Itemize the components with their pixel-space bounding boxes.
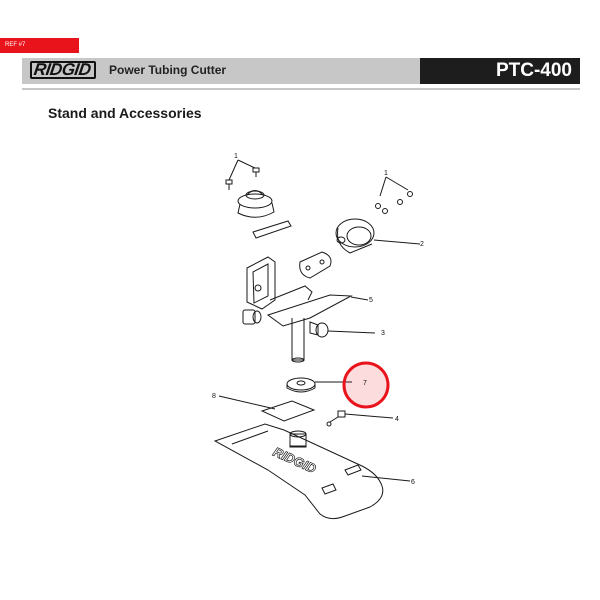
callout-3: 3	[381, 330, 385, 337]
leader-line-1b	[237, 159, 256, 169]
header-divider	[22, 88, 580, 90]
highlight-ring	[342, 361, 390, 409]
header-bar: RIDGID Power Tubing Cutter PTC-400	[22, 58, 580, 84]
washer-part	[286, 377, 316, 393]
leader-line-2	[373, 239, 421, 245]
callout-4: 4	[395, 416, 399, 423]
callout-5: 5	[369, 297, 373, 304]
callout-7: 7	[363, 380, 367, 387]
product-name: Power Tubing Cutter	[109, 63, 227, 77]
main-frame-part	[246, 256, 313, 310]
post-part	[291, 318, 305, 363]
side-knob-part	[242, 309, 262, 325]
screw-part-1b	[252, 167, 260, 177]
callout-1-top-left: 1	[234, 153, 238, 160]
base-part	[213, 423, 384, 520]
pad-part	[260, 400, 316, 422]
leader-line-1d	[385, 176, 409, 191]
leader-line-1a	[228, 159, 239, 181]
mount-cap-part	[237, 190, 275, 218]
callout-2: 2	[420, 241, 424, 248]
bolt-part	[326, 410, 346, 427]
tray-part	[266, 294, 353, 327]
model-number: PTC-400	[495, 60, 572, 81]
leader-line-8	[218, 395, 276, 410]
section-title: Stand and Accessories	[48, 105, 202, 121]
screw-part-1a	[225, 179, 233, 190]
motor-housing-part	[335, 218, 375, 254]
plate-part	[252, 220, 292, 239]
stand-logo: RIDGID	[271, 444, 319, 476]
bracket-plate-part	[299, 251, 332, 279]
callout-8: 8	[212, 393, 216, 400]
leader-line-6	[361, 475, 411, 482]
leader-line-4	[344, 413, 394, 419]
ref-tag: REF #7	[0, 38, 79, 53]
leader-line-3	[327, 330, 376, 334]
leader-line-5	[350, 296, 369, 301]
screw-part-1c	[375, 191, 413, 214]
leader-line-1c	[379, 176, 387, 197]
callout-1-top-right: 1	[384, 170, 388, 177]
model-banner: PTC-400	[420, 58, 580, 84]
brand-logo-frame	[30, 61, 96, 79]
adjust-knob-part	[309, 321, 329, 338]
callout-6: 6	[411, 479, 415, 486]
